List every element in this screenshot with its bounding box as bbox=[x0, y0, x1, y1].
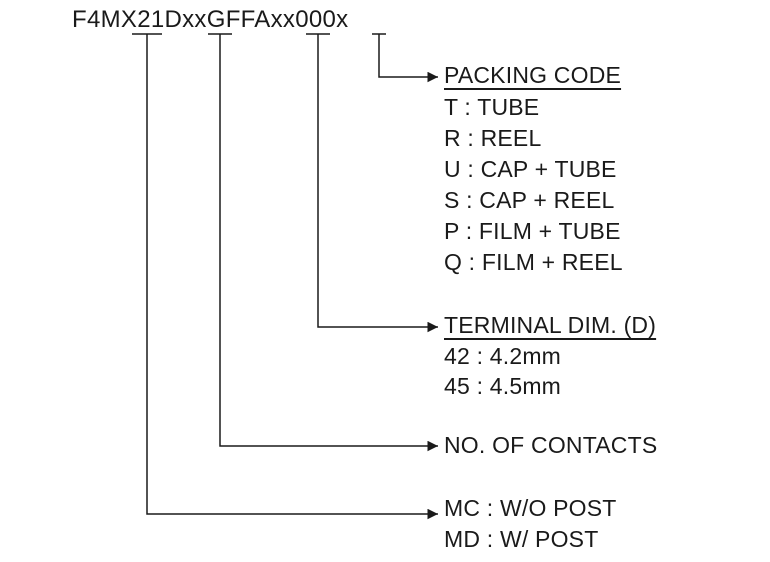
packing-code-item: T : TUBE bbox=[444, 94, 540, 120]
part-number: F4MX21DxxGFFAxx000x bbox=[72, 6, 349, 33]
terminal-dim-heading: TERMINAL DIM. (D) bbox=[444, 312, 657, 338]
packing-code-item: S : CAP + REEL bbox=[444, 187, 615, 213]
packing-code-item: U : CAP + TUBE bbox=[444, 156, 617, 182]
terminal-dim-item: 42 : 4.2mm bbox=[444, 343, 562, 369]
post-item: MD : W/ POST bbox=[444, 526, 599, 552]
contacts-callout bbox=[208, 33, 438, 452]
contacts-label: NO. OF CONTACTS bbox=[444, 432, 658, 458]
post-item: MC : W/O POST bbox=[444, 495, 617, 521]
packing-code-item: Q : FILM + REEL bbox=[444, 249, 623, 275]
packing-code-item: P : FILM + TUBE bbox=[444, 218, 621, 244]
packing-code-heading: PACKING CODE bbox=[444, 62, 622, 88]
packing-code-callout bbox=[372, 33, 438, 83]
packing-code-item: R : REEL bbox=[444, 125, 542, 151]
post-callout bbox=[132, 33, 438, 520]
terminal-dim-callout bbox=[306, 33, 438, 333]
terminal-dim-item: 45 : 4.5mm bbox=[444, 373, 562, 399]
